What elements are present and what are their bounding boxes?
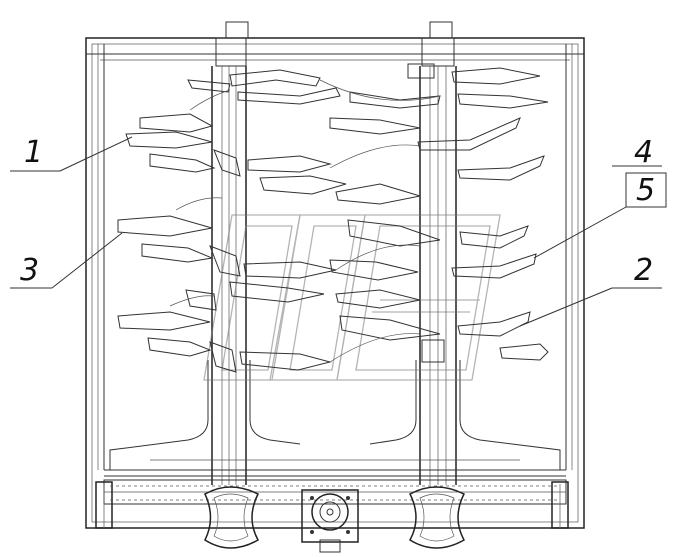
- callout-2: 2: [634, 253, 653, 288]
- callout-3: 3: [20, 253, 39, 288]
- arm-assemblies: [117, 67, 549, 373]
- leader-5: [533, 206, 627, 259]
- frame: [85, 37, 585, 529]
- left-pulley: [204, 486, 260, 549]
- watermark-emblem: [203, 214, 501, 381]
- leader-2: [519, 287, 613, 327]
- right-pulley: [409, 486, 466, 549]
- gear-motor: [301, 489, 359, 553]
- callout-5-box: [625, 172, 667, 208]
- chain-track: [110, 485, 560, 501]
- right-shaft: [407, 21, 457, 485]
- leader-3: [51, 232, 123, 289]
- callout-leaders: [10, 136, 667, 327]
- base-frame: [95, 360, 569, 529]
- callout-4: 4: [634, 135, 653, 170]
- leader-1: [59, 136, 133, 172]
- callout-1: 1: [24, 135, 43, 170]
- callout-5: 5: [636, 173, 655, 208]
